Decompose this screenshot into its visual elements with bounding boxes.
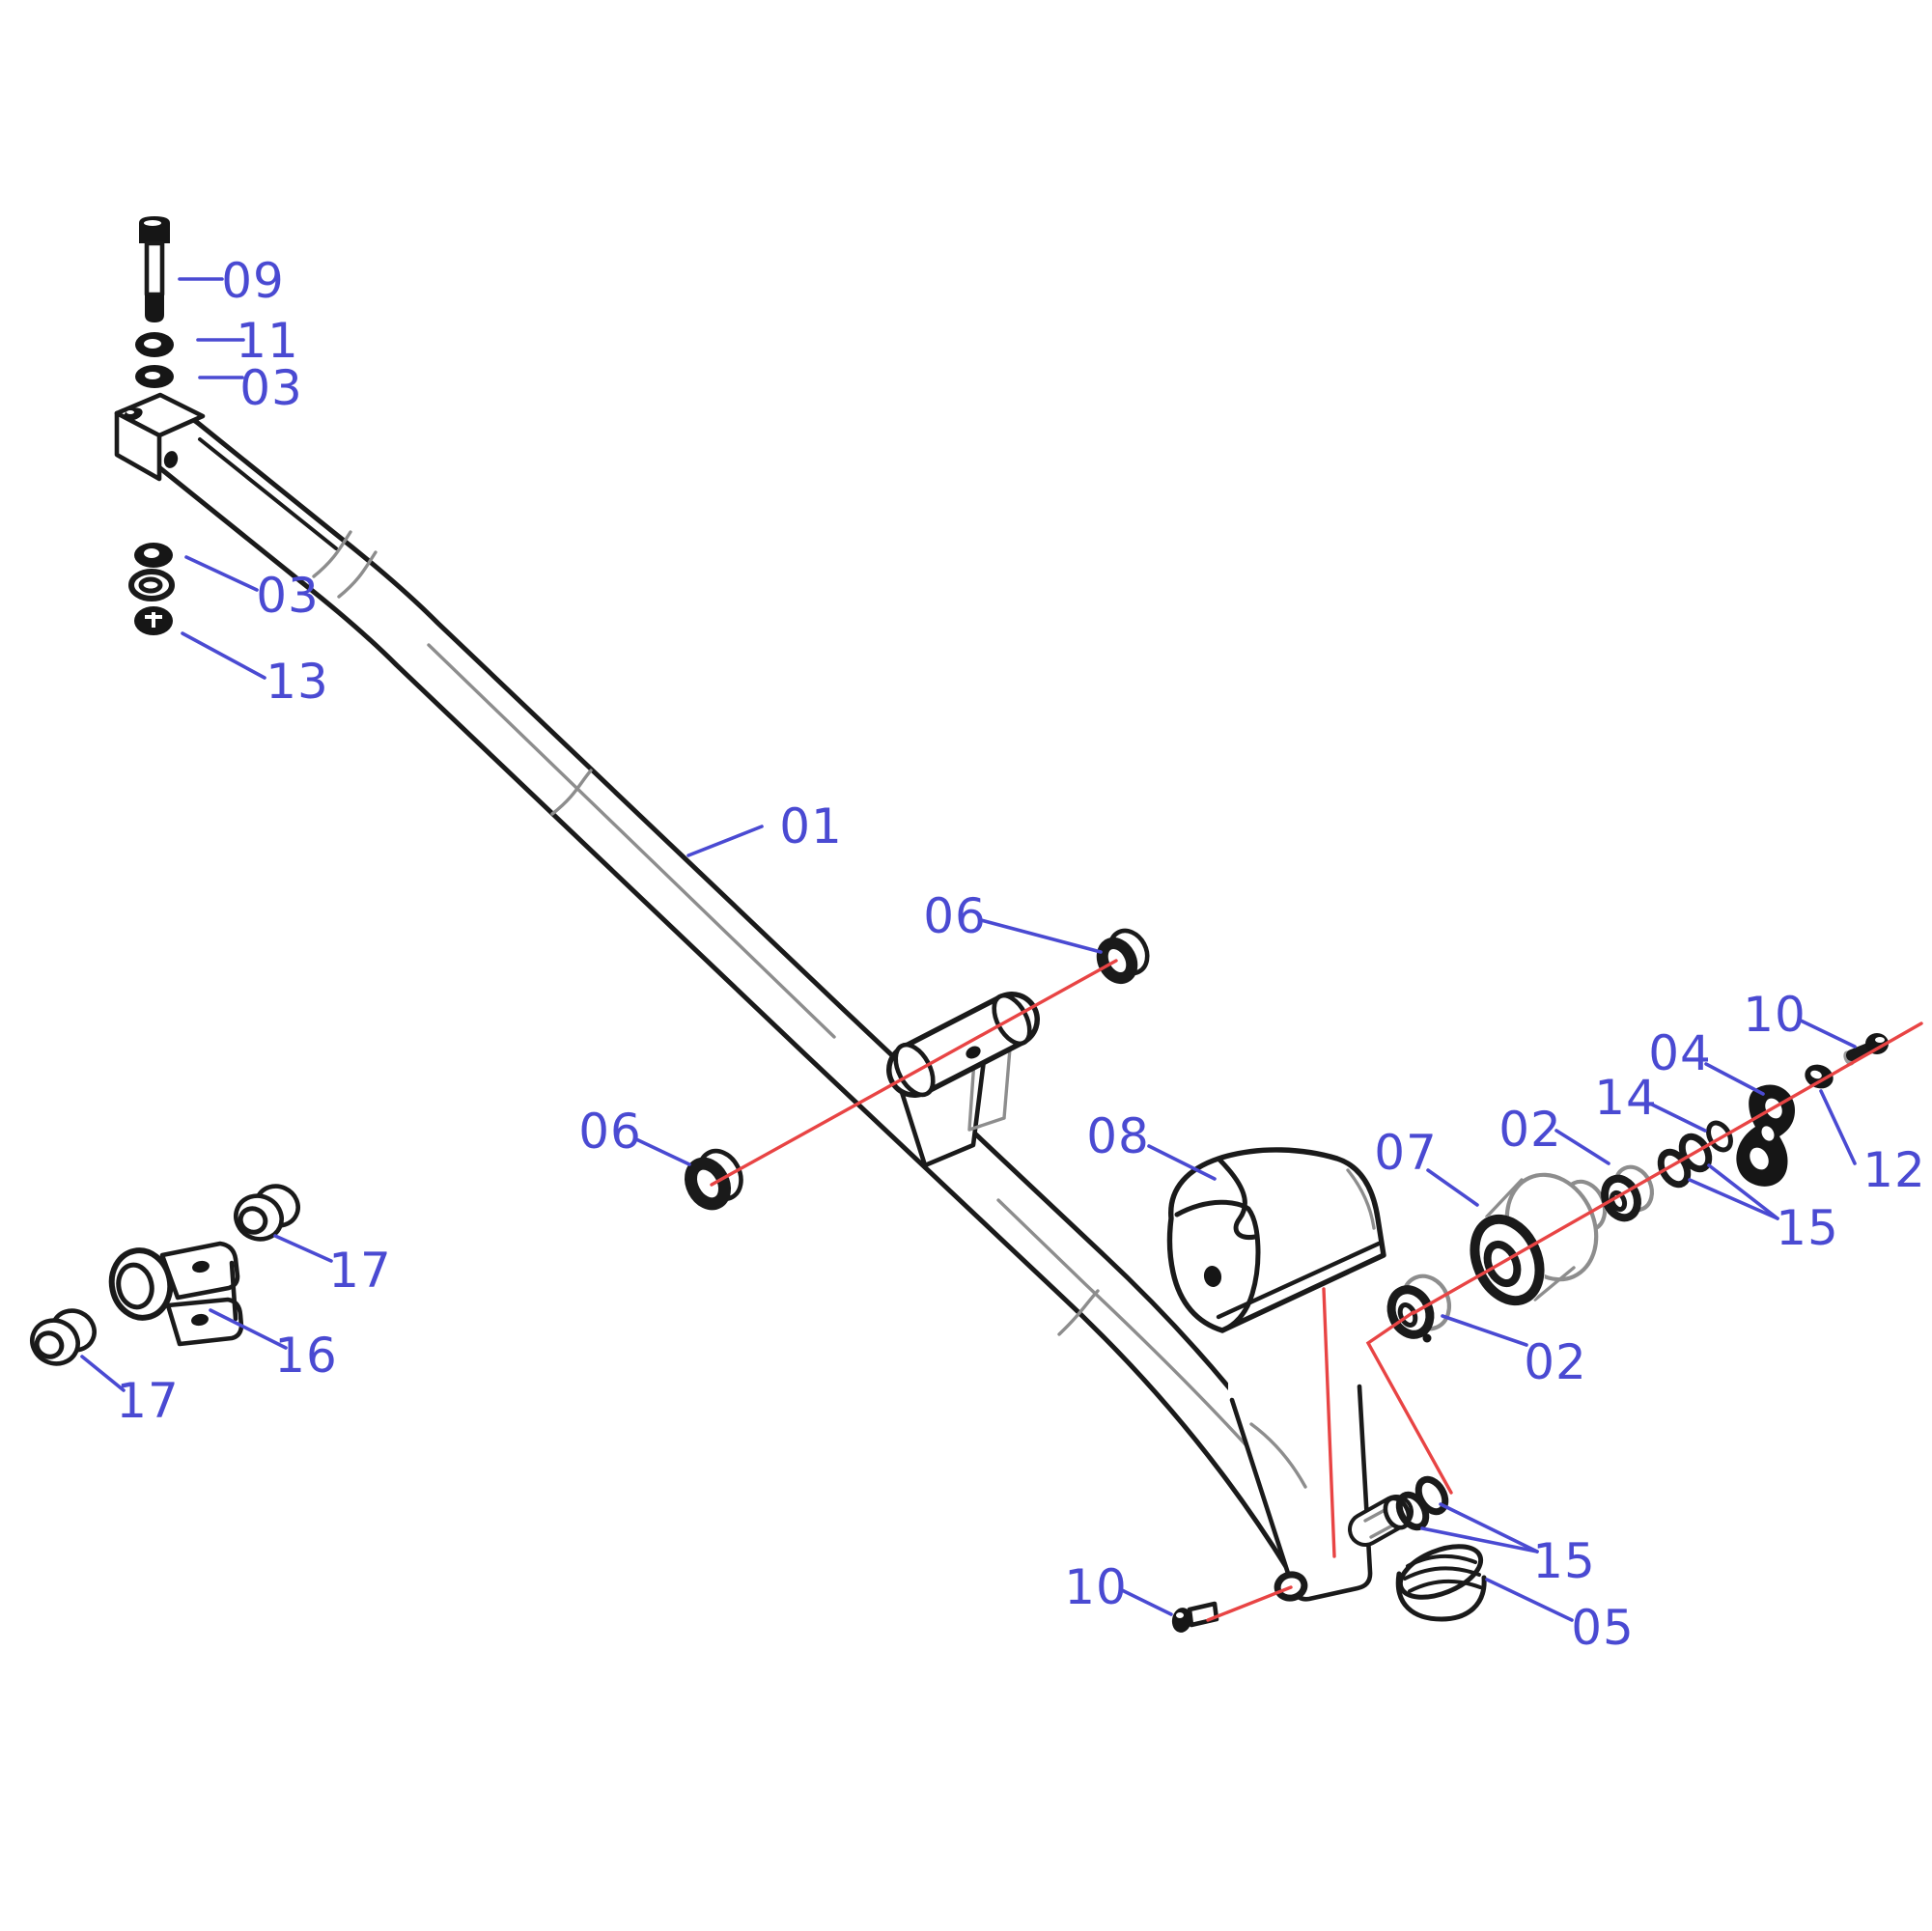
- part-06-bushing-upper: [1096, 928, 1150, 985]
- part-03-washer-top: [135, 365, 174, 388]
- callout-02-top: 02: [1498, 1102, 1562, 1158]
- callout-10-top: 10: [1743, 987, 1806, 1043]
- callout-12: 12: [1862, 1142, 1926, 1198]
- part-06-bushing-lower: [684, 1148, 743, 1211]
- part-03-washer-stack: [128, 543, 175, 602]
- part-09-bolt: [139, 216, 170, 322]
- callout-09: 09: [221, 253, 285, 309]
- part-14-ring: [1706, 1120, 1733, 1153]
- callout-15-right: 15: [1776, 1200, 1839, 1256]
- callout-05: 05: [1571, 1600, 1635, 1656]
- part-08-cover: [1166, 1147, 1386, 1333]
- part-12-washer: [1805, 1064, 1834, 1089]
- callout-17-lower: 17: [116, 1373, 180, 1429]
- callout-02-bottom: 02: [1524, 1334, 1587, 1390]
- callout-03-mid: 03: [256, 568, 320, 624]
- arm-stub-shaft: [1348, 1495, 1414, 1547]
- arm-side-hole: [163, 451, 179, 468]
- part-10-bolt-bottom: [1171, 1601, 1219, 1633]
- callout-03-top: 03: [239, 360, 303, 416]
- callout-10-bottom: 10: [1064, 1559, 1128, 1615]
- part-04-link: [1736, 1084, 1795, 1187]
- part-16-clevis: [108, 1241, 244, 1347]
- part-13-nut: [134, 606, 173, 635]
- callout-13: 13: [266, 654, 329, 710]
- assembly-axis-lines: [710, 959, 1923, 1622]
- part-17-bushing-lower: [30, 1308, 97, 1366]
- part-07-pulley: [1467, 1172, 1608, 1308]
- callout-04: 04: [1648, 1025, 1712, 1081]
- callout-06-lower: 06: [578, 1104, 642, 1160]
- callout-15-bottom: 15: [1532, 1533, 1596, 1589]
- callout-labels: 09 11 03 03 13 01 06 06 08 07 02 02 04 1…: [116, 253, 1926, 1656]
- leader-lines: [80, 277, 1857, 1622]
- callout-08: 08: [1086, 1108, 1150, 1164]
- callout-17-upper: 17: [328, 1243, 392, 1299]
- callout-14: 14: [1594, 1070, 1658, 1126]
- part-05-cap: [1395, 1544, 1487, 1622]
- part-02-bearing-right: [1601, 1164, 1655, 1223]
- callout-01: 01: [779, 798, 843, 854]
- part-11-washer: [135, 332, 174, 357]
- part-15-orings-bottom: [1395, 1475, 1449, 1531]
- callout-07: 07: [1374, 1125, 1438, 1181]
- part-10-bolt-top: [1843, 1033, 1889, 1066]
- callout-11: 11: [236, 313, 299, 369]
- part-17-bushing-upper: [234, 1184, 300, 1242]
- part-02-bearing-left: [1386, 1273, 1451, 1343]
- callout-16: 16: [274, 1328, 338, 1384]
- callout-06-upper: 06: [923, 888, 987, 944]
- part-15-rings-right: [1657, 1133, 1713, 1189]
